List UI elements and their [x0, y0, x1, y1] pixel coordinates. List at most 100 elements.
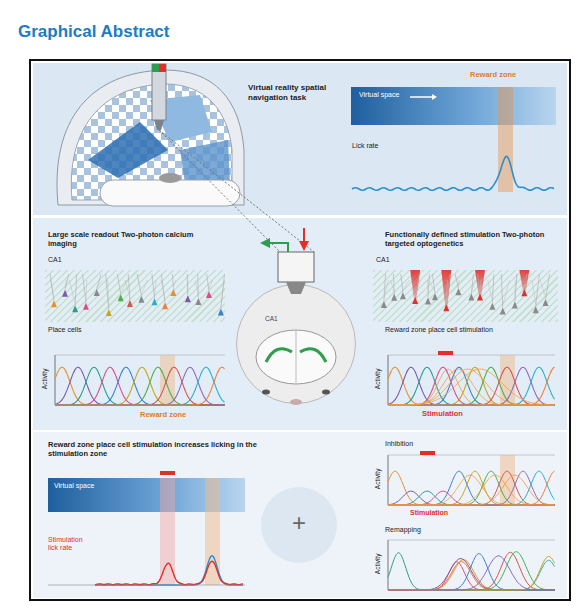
panel-heading: Reward zone place cell stimulation incre… — [48, 440, 263, 458]
axis — [388, 455, 555, 456]
nose — [290, 399, 302, 405]
stim-bar — [438, 351, 453, 355]
neuron-soma — [138, 296, 144, 303]
dendrite — [172, 274, 174, 289]
dendrite — [390, 280, 394, 292]
dendrite — [187, 274, 189, 295]
tuning-curve — [55, 367, 225, 405]
microscope — [152, 64, 166, 120]
dendrite — [480, 280, 481, 292]
track-strip: Virtual space — [351, 87, 556, 125]
neuron-soma — [533, 306, 539, 313]
tuning-curve — [388, 367, 555, 405]
title: Graphical Abstract — [18, 22, 169, 42]
dendrite — [137, 274, 141, 296]
zone-shade — [160, 355, 175, 405]
neuron-soma — [106, 309, 112, 316]
dendrite — [125, 280, 130, 298]
dendrite — [515, 274, 517, 302]
tuning-curve — [388, 553, 555, 590]
node-label: Virtual space — [359, 91, 439, 99]
tuning-curve — [388, 471, 555, 505]
tuning-curve — [388, 491, 555, 505]
dendrite — [403, 280, 410, 290]
dendrite — [221, 274, 225, 308]
mouse-head: CA1 — [236, 284, 356, 404]
dendrite — [155, 280, 156, 296]
neuron-soma — [381, 301, 387, 308]
tuning-curve — [55, 367, 225, 405]
dendrite — [117, 274, 120, 294]
dendrite — [427, 280, 429, 296]
dendrite — [455, 274, 458, 288]
stim-lick-trace — [95, 561, 243, 585]
generated-art — [48, 87, 555, 590]
panel-heading: Large scale readout Two-photon calcium i… — [48, 230, 198, 248]
panel-band: Large scale readout Two-photon calcium i… — [33, 218, 567, 430]
microscope — [278, 252, 314, 282]
zone-shade — [160, 478, 175, 585]
mouse-figure — [159, 173, 181, 183]
tuning-curve — [388, 552, 555, 590]
zoom-line — [159, 130, 280, 252]
neuron-soma — [51, 300, 57, 307]
node-label: Virtual space — [54, 482, 134, 490]
neuron-soma — [72, 305, 78, 312]
dendrite — [65, 274, 69, 290]
dendrite — [415, 274, 419, 297]
dendrite — [458, 280, 460, 286]
neuron-soma — [477, 294, 483, 301]
dendrite — [540, 280, 545, 297]
tuning-curve — [388, 554, 555, 590]
axis — [55, 355, 225, 356]
zone-shade — [500, 355, 515, 405]
tuning-curve — [388, 475, 555, 505]
stim-beam — [441, 270, 451, 308]
dendrite — [415, 280, 420, 295]
brain — [256, 330, 336, 384]
brain-midline — [296, 331, 297, 383]
track-strip: Virtual space — [48, 478, 245, 512]
tuning-curve — [388, 367, 555, 405]
tuning-curve — [388, 369, 555, 405]
direction-arrow — [432, 94, 437, 100]
axis — [48, 585, 245, 586]
zone-shade — [205, 478, 220, 585]
panel-heading: Functionally defined stimulation Two-pho… — [385, 230, 555, 248]
tuning-curve — [388, 556, 555, 590]
axis — [55, 355, 56, 405]
neuron-soma — [206, 291, 212, 298]
zone-shade — [500, 455, 515, 505]
tuning-curve — [388, 367, 555, 405]
axis — [388, 540, 389, 590]
dendrite — [471, 280, 475, 292]
dendrite — [401, 274, 403, 292]
tuning-curve — [388, 367, 555, 405]
neuron-soma — [83, 303, 89, 310]
dendrite — [207, 274, 209, 291]
tuning-curve — [388, 369, 555, 405]
dendrite — [221, 280, 224, 306]
dendrite — [141, 280, 147, 294]
node-label: CA1 — [265, 315, 295, 323]
neuron-soma — [489, 303, 495, 310]
dendrite — [393, 274, 395, 294]
dendrite — [428, 280, 435, 291]
tuning-curve — [388, 471, 555, 505]
tuning-curve — [388, 369, 555, 405]
tuning-curve — [388, 560, 555, 590]
objective — [286, 282, 306, 294]
tuning-curve — [388, 559, 555, 590]
dendrite — [197, 274, 199, 298]
neuron-soma — [152, 298, 158, 305]
dendrite — [546, 274, 550, 299]
tuning-curve — [388, 475, 555, 505]
tuning-curve — [388, 562, 555, 590]
dendrite — [432, 274, 435, 293]
neuron-soma — [127, 300, 133, 307]
tuning-curve — [55, 367, 225, 405]
axis — [388, 590, 555, 591]
tuning-curve — [388, 471, 555, 505]
dendrite — [97, 274, 101, 289]
dendrite — [536, 274, 540, 306]
